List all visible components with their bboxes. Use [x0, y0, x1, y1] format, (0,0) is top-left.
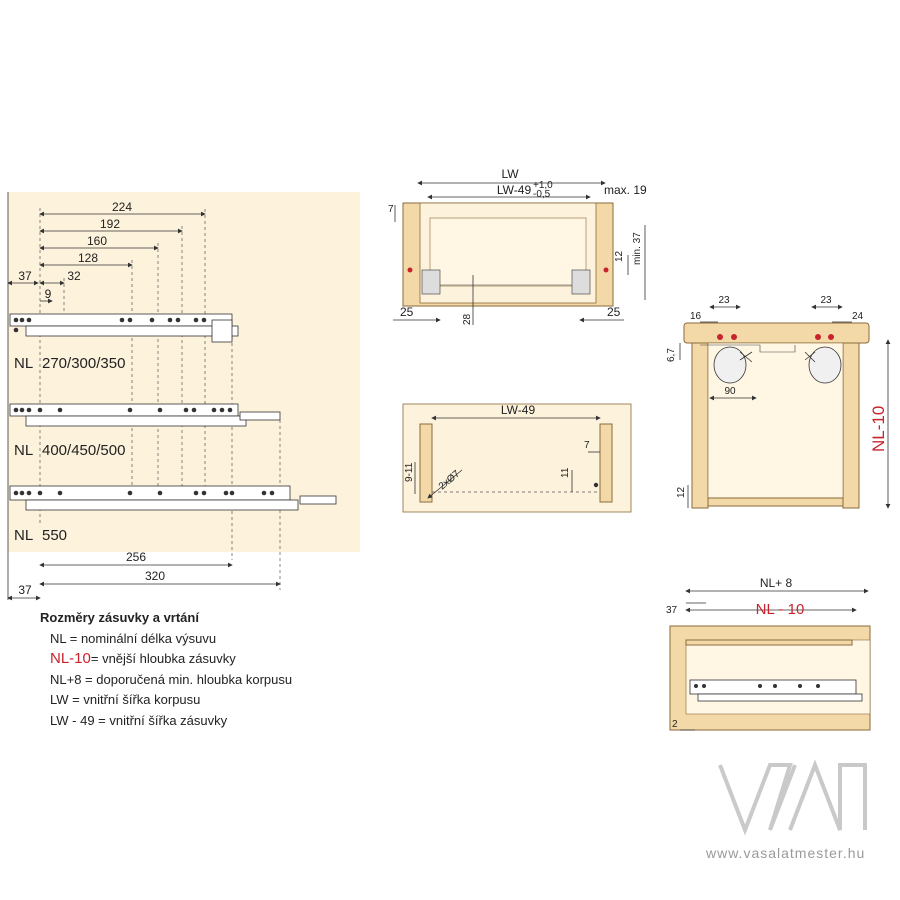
rail-nl-270 [9, 313, 239, 343]
dim-12-front: 12 [614, 250, 625, 262]
dim-lw-49-bottom: LW-49 [501, 403, 536, 417]
dim-lw-49: LW-49 [497, 183, 532, 197]
dim-6-7: 6,7 [666, 348, 677, 362]
dim-37-side: 37 [666, 605, 678, 616]
legend-line-nl8: NL+8 = doporučená min. hloubka korpusu [50, 671, 293, 687]
dim-192: 192 [100, 217, 120, 231]
nl-values-2: 400/450/500 [42, 442, 125, 459]
dim-nl-plus-8: NL+ 8 [760, 576, 793, 590]
tol-minus: -0,5 [533, 189, 551, 200]
rail-nl-400 [9, 403, 281, 427]
front-view: LW LW-49 +1,0 -0,5 max. 19 7 12 min. 37 … [388, 167, 647, 325]
dim-9-11: 9-11 [404, 462, 415, 482]
dim-7-front: 7 [388, 204, 394, 215]
legend-nl10-text: = vnější hloubka zásuvky [90, 651, 236, 666]
dim-23-right: 23 [820, 295, 832, 306]
dim-16: 16 [690, 311, 702, 322]
dim-37-bottom: 37 [18, 583, 32, 597]
dim-25-right: 25 [607, 305, 621, 319]
tol-plus: +1,0 [533, 180, 553, 191]
dim-90: 90 [724, 386, 736, 397]
dim-128: 128 [78, 251, 98, 265]
dim-11: 11 [560, 467, 571, 478]
legend-line-nl10: NL-10= vnější hloubka zásuvky [50, 649, 292, 670]
nl-values-1: 270/300/350 [42, 355, 125, 372]
nl-label-2: NL [14, 442, 33, 459]
dim-160: 160 [87, 234, 107, 248]
legend-line-lw49: LW - 49 = vnitřní šířka zásuvky [50, 712, 228, 728]
hinge-clip-left [713, 334, 753, 384]
dim-lw: LW [501, 167, 519, 181]
dim-32: 32 [67, 269, 81, 283]
legend-line-lw: LW = vnitřní šířka korpusu [50, 692, 201, 707]
legend: Rozměry zásuvky a vrtání NL = nominální … [40, 608, 293, 731]
drawer-bottom-view: LW-49 7 11 9-11 2xØ7 [402, 403, 632, 513]
watermark-logo [718, 759, 867, 836]
dim-9: 9 [45, 287, 52, 301]
nl-10-label: NL-10 [869, 406, 888, 452]
legend-line-nl: NL = nominální délka výsuvu [50, 630, 217, 646]
dim-25-left: 25 [400, 305, 414, 319]
legend-red-term: NL-10 [50, 650, 91, 667]
dim-28: 28 [462, 313, 473, 325]
rail-nl-550 [9, 485, 337, 511]
dim-320: 320 [145, 569, 165, 583]
nl-minus-10-label: NL - 10 [756, 601, 805, 618]
dim-256: 256 [126, 550, 146, 564]
watermark-url: www.vasalatmester.hu [706, 845, 866, 861]
cabinet-side-view: NL+ 8 NL - 10 37 2 [666, 576, 871, 731]
dim-24: 24 [852, 311, 864, 322]
nl-values-3: 550 [42, 527, 67, 544]
dim-max19: max. 19 [604, 183, 647, 197]
side-section-view: 23 16 23 24 6,7 90 12 NL-10 [666, 295, 891, 509]
dim-min37: min. 37 [632, 232, 643, 265]
nl-label-1: NL [14, 355, 33, 372]
dim-37: 37 [18, 269, 32, 283]
hinge-clip-right [804, 334, 842, 384]
dim-2: 2 [672, 719, 678, 730]
legend-title: Rozměry zásuvky a vrtání [40, 610, 199, 625]
nl-label-3: NL [14, 527, 33, 544]
dim-23-left: 23 [718, 295, 730, 306]
dim-224: 224 [112, 200, 132, 214]
top-dimensions: 224 192 160 128 32 37 9 [7, 200, 281, 590]
rail-drilling-view: 224 192 160 128 32 37 9 [7, 192, 360, 601]
dim-7-bottom: 7 [584, 440, 590, 451]
dim-12-side: 12 [676, 486, 687, 498]
